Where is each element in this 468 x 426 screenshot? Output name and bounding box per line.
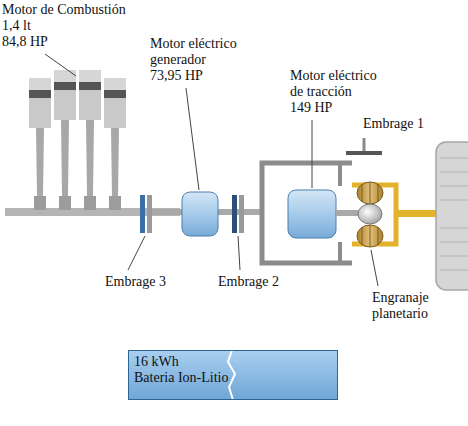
- clutch-1-symbol: [363, 138, 366, 152]
- part-label: Motor eléctrico de tracción: [290, 68, 385, 100]
- clutch-plate: [232, 195, 237, 233]
- battery-text: 16 kWh: [134, 354, 332, 370]
- part-label: Embrage 2: [218, 274, 279, 290]
- planetary-gear: [357, 182, 383, 247]
- clutch-plate: [147, 195, 152, 233]
- battery-crack: [228, 350, 235, 400]
- battery-box: 16 kWhBateria Ion-Litio: [128, 350, 338, 400]
- part-label: 149 HP: [290, 100, 332, 116]
- part-label: 84,8 HP: [2, 34, 48, 50]
- part-label: Motor eléctrico generador: [150, 36, 245, 68]
- part-label: 1,4 lt: [2, 18, 31, 34]
- clutch-plate: [140, 195, 145, 233]
- engine-cylinders: [29, 70, 126, 210]
- generator-motor: [182, 192, 218, 236]
- part-label: Embrage 3: [105, 274, 166, 290]
- part-label: Embrage 1: [363, 116, 424, 132]
- traction-motor: [288, 190, 336, 238]
- battery-text: Bateria Ion-Litio: [134, 370, 332, 386]
- wheel: [436, 142, 468, 290]
- part-label: 73,95 HP: [150, 68, 203, 84]
- part-label: Motor de Combustión: [2, 2, 126, 18]
- clutch-plate: [239, 195, 244, 233]
- part-label: Engranaje planetario: [372, 290, 447, 322]
- output-shaft: [396, 210, 440, 217]
- battery-fill: [128, 350, 338, 400]
